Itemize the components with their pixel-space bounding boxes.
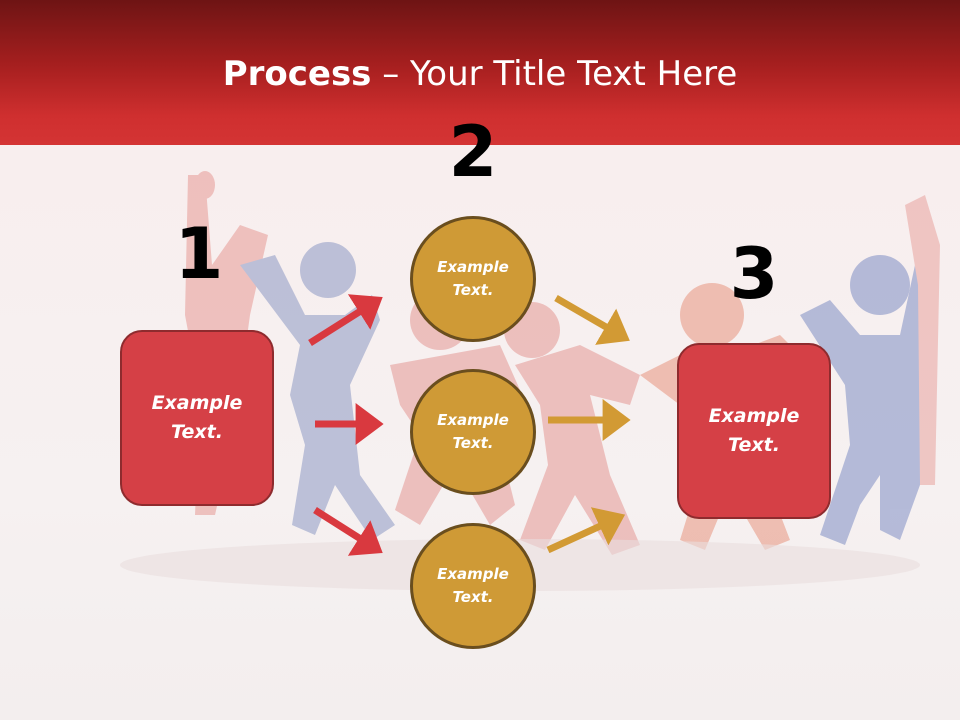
step-1-label: Example Text.	[151, 392, 243, 443]
arrow-to-circle-bottom	[313, 507, 383, 556]
arrow-from-circle-bottom	[546, 507, 626, 554]
step-2-circle-top[interactable]: Example Text.	[410, 216, 536, 342]
step-number-2: 2	[448, 111, 498, 193]
arrow-from-circle-top	[554, 294, 630, 345]
circle-bottom-label: Example Text.	[437, 565, 509, 606]
circle-middle-label: Example Text.	[437, 411, 509, 452]
step-number-3: 3	[729, 233, 779, 315]
step-number-1: 1	[174, 213, 224, 295]
step-3-box[interactable]: Example Text.	[677, 343, 831, 519]
slide-title[interactable]: Process – Your Title Text Here	[0, 52, 960, 96]
step-3-label: Example Text.	[708, 405, 800, 456]
step-1-box[interactable]: Example Text.	[120, 330, 274, 506]
circle-top-label: Example Text.	[437, 258, 509, 299]
title-banner	[0, 0, 960, 145]
step-2-circle-bottom[interactable]: Example Text.	[410, 523, 536, 649]
blue-paper-person-icon-right	[800, 255, 935, 545]
title-bold: Process	[222, 54, 372, 94]
step-2-circle-middle[interactable]: Example Text.	[410, 369, 536, 495]
title-rest: – Your Title Text Here	[371, 54, 738, 94]
arrow-to-circle-top	[308, 294, 383, 346]
